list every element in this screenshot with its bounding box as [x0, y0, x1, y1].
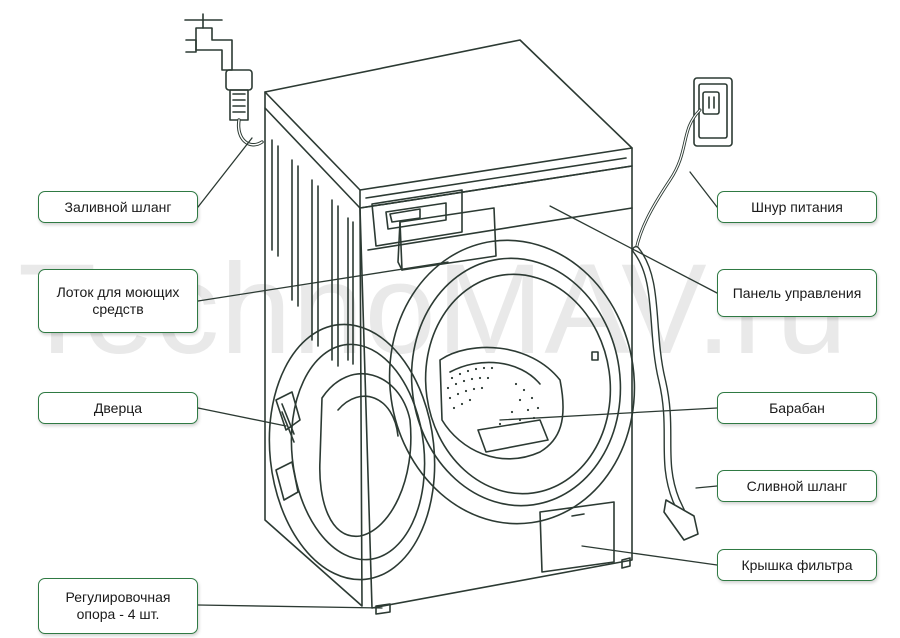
label-drum: Барабан	[717, 392, 877, 424]
label-inlet-hose: Заливной шланг	[38, 191, 198, 223]
label-drain-hose: Сливной шланг	[717, 470, 877, 502]
label-control-panel: Панель управления	[717, 269, 877, 317]
cabinet-side	[264, 107, 363, 607]
leader-lines	[197, 137, 718, 609]
drum-icon	[439, 346, 564, 460]
power-cord-line	[634, 108, 702, 252]
label-filter-cover: Крышка фильтра	[717, 549, 877, 581]
faucet-icon	[184, 13, 253, 121]
drain-hose-icon	[632, 246, 699, 541]
label-power-cord: Шнур питания	[717, 191, 877, 223]
label-door: Дверца	[38, 392, 198, 424]
label-adjustable-foot: Регулировочная опора - 4 шт.	[38, 578, 198, 634]
cabinet-front	[359, 165, 633, 609]
cabinet-top	[264, 39, 633, 191]
label-detergent-tray: Лоток для моющих средств	[38, 269, 198, 333]
detergent-tray-icon	[371, 189, 497, 271]
filter-cover-icon	[539, 501, 615, 573]
door-opening	[388, 239, 636, 525]
door-icon	[268, 323, 436, 581]
adjustable-foot-front	[375, 603, 391, 615]
